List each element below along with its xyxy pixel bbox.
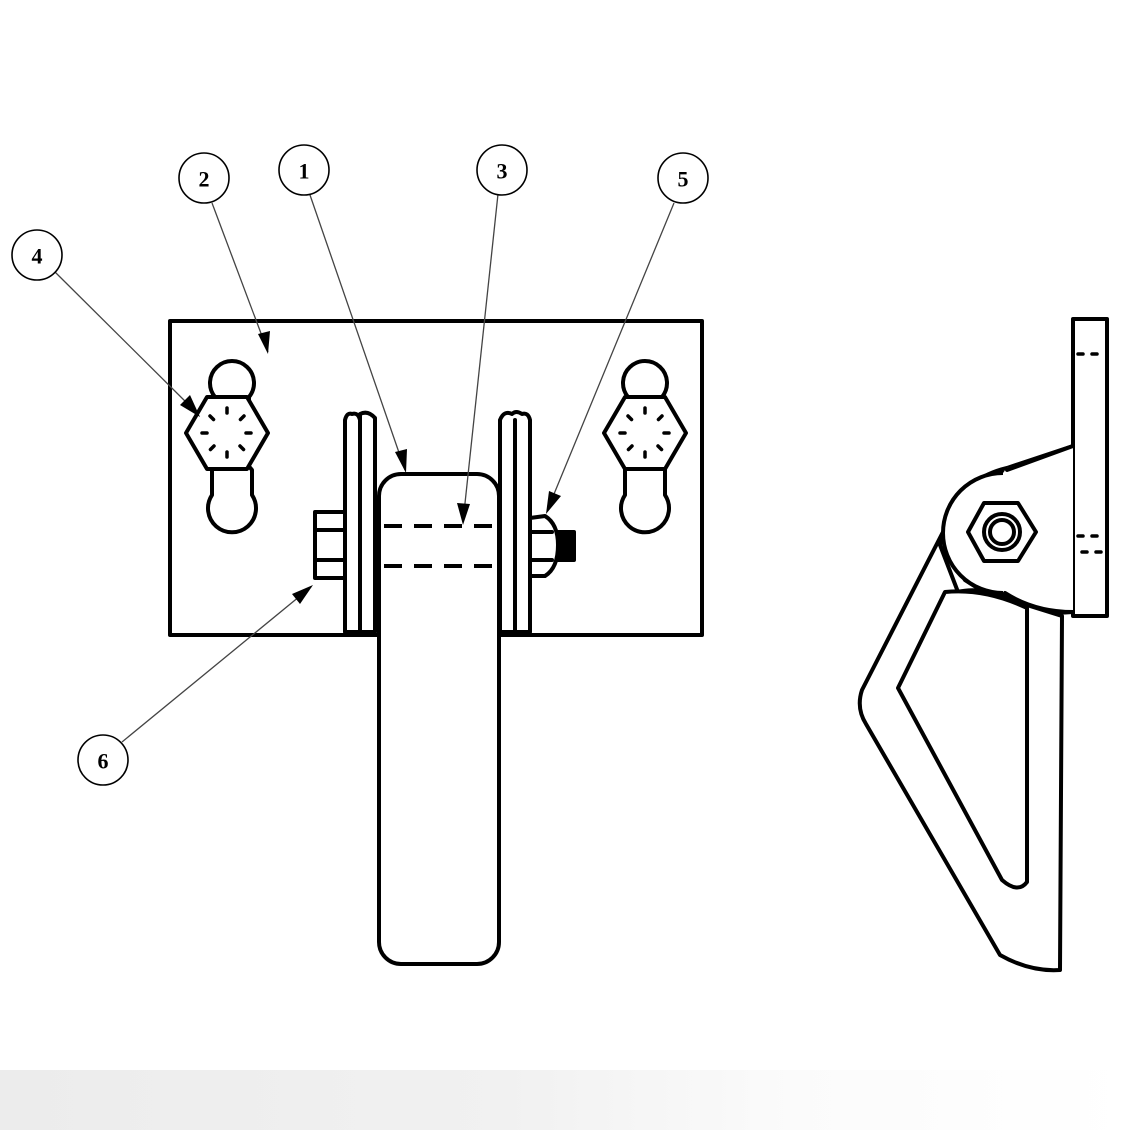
hook-body xyxy=(377,472,501,966)
side-plate xyxy=(1071,317,1109,618)
callout-6: 6 xyxy=(77,734,129,786)
left-hex-nut xyxy=(184,395,270,471)
callout-2: 2 xyxy=(178,152,230,204)
callout-4-label: 4 xyxy=(32,244,43,269)
callout-6-label: 6 xyxy=(98,749,109,774)
callout-3-label: 3 xyxy=(497,159,508,184)
callout-5-label: 5 xyxy=(678,167,689,192)
side-hex-nut xyxy=(966,501,1038,563)
callout-2-label: 2 xyxy=(199,167,210,192)
pin-nut xyxy=(528,514,576,578)
pin-head xyxy=(313,510,347,580)
callout-3: 3 xyxy=(476,144,528,196)
side-view xyxy=(857,317,1109,973)
callout-5: 5 xyxy=(657,152,709,204)
callout-1: 1 xyxy=(278,144,330,196)
front-view xyxy=(168,319,704,966)
callout-4: 4 xyxy=(11,229,63,281)
side-hook-inner xyxy=(896,589,1029,890)
right-hex-nut xyxy=(602,395,688,471)
leader-lines xyxy=(54,193,675,743)
callout-1-label: 1 xyxy=(299,159,310,184)
floor-shadow xyxy=(0,1070,1130,1130)
